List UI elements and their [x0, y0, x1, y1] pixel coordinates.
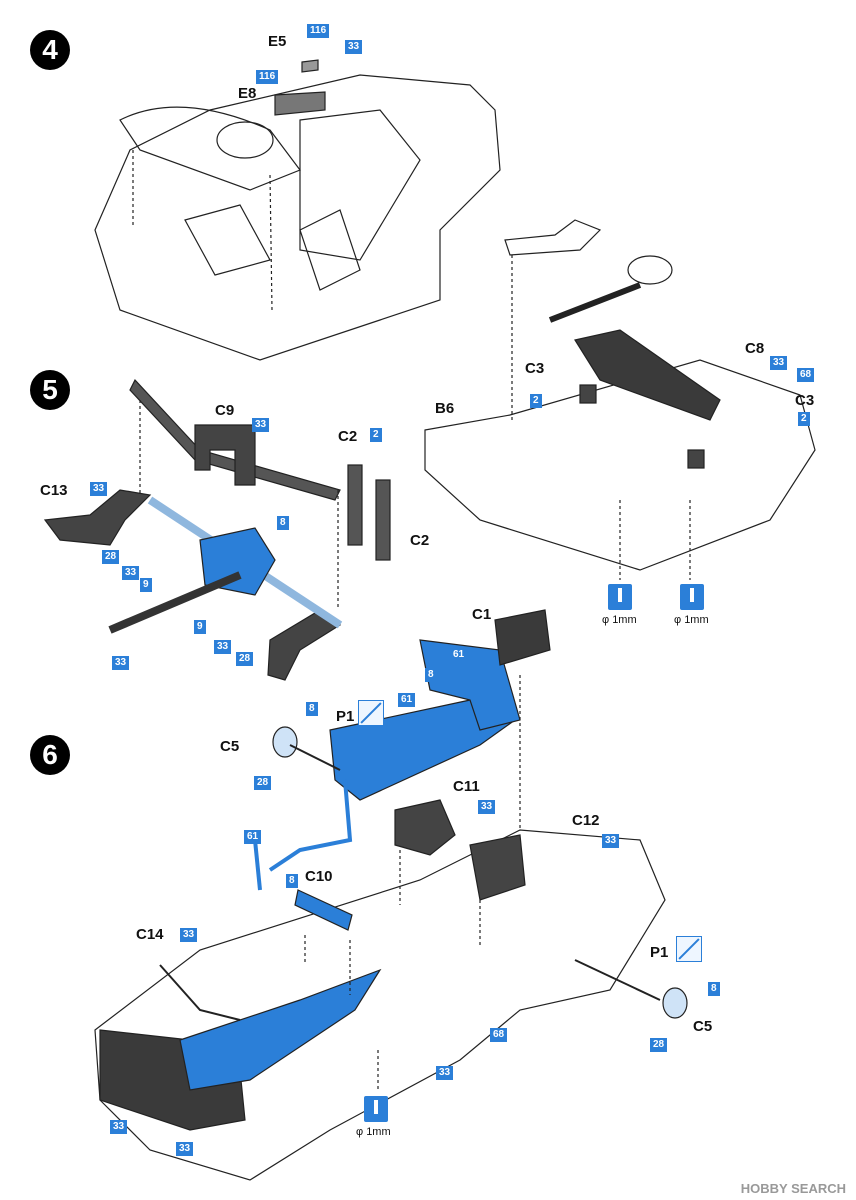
drill-size-label: φ 1mm [674, 614, 709, 626]
step-number-5: 5 [30, 370, 70, 410]
drill-size-label: φ 1mm [602, 614, 637, 626]
part-label-c5-right: C5 [693, 1018, 713, 1035]
step-number-4: 4 [30, 30, 70, 70]
part-label-p1-right: P1 [650, 944, 669, 961]
color-number: 33 [252, 418, 270, 432]
color-number: 2 [798, 412, 810, 426]
part-label-c12: C12 [572, 812, 600, 829]
color-number: 116 [256, 70, 279, 84]
part-label-e8: E8 [238, 85, 257, 102]
color-number: 28 [254, 776, 272, 790]
part-label-c13: C13 [40, 482, 68, 499]
step5-floor-detail [424, 219, 816, 580]
color-number: 28 [236, 652, 254, 666]
color-number: 33 [180, 928, 198, 942]
watermark: HOBBY SEARCH [740, 1181, 846, 1196]
color-number: 33 [122, 566, 140, 580]
part-label-c11: C11 [453, 778, 480, 795]
drill-hole-icon [608, 584, 632, 610]
color-number: 28 [650, 1038, 668, 1052]
color-number: 33 [345, 40, 363, 54]
drill-size-label: φ 1mm [356, 1126, 391, 1138]
color-number: 8 [708, 982, 720, 996]
step6-chassis [94, 609, 688, 1181]
color-number: 61 [244, 830, 262, 844]
part-label-b6: B6 [435, 400, 455, 417]
step5-rear-suspension [43, 378, 391, 681]
color-number: 68 [797, 368, 815, 382]
part-label-c2-top: C2 [338, 428, 358, 445]
color-number: 68 [490, 1028, 508, 1042]
color-number: 33 [214, 640, 232, 654]
color-number: 61 [450, 648, 468, 662]
drill-hole-icon [364, 1096, 388, 1122]
color-number: 33 [176, 1142, 194, 1156]
color-number: 61 [398, 693, 416, 707]
color-number: 2 [370, 428, 382, 442]
color-number: 8 [425, 668, 437, 682]
part-label-e5: E5 [268, 33, 287, 50]
part-label-c2-bottom: C2 [410, 532, 430, 549]
color-number: 28 [102, 550, 120, 564]
part-label-c8: C8 [745, 340, 765, 357]
drill-hole-icon [680, 584, 704, 610]
color-number: 8 [277, 516, 289, 530]
part-label-c5-left: C5 [220, 738, 240, 755]
color-number: 8 [306, 702, 318, 716]
part-label-c10: C10 [305, 868, 333, 885]
color-number: 33 [436, 1066, 454, 1080]
color-number: 33 [90, 482, 108, 496]
part-label-c9: C9 [215, 402, 235, 419]
no-glue-icon [676, 936, 702, 962]
color-number: 8 [286, 874, 298, 888]
part-label-p1-left: P1 [336, 708, 355, 725]
color-number: 116 [307, 24, 330, 38]
color-number: 33 [110, 1120, 128, 1134]
color-number: 33 [770, 356, 788, 370]
part-label-c1: C1 [472, 606, 492, 623]
color-number: 33 [112, 656, 130, 670]
color-number: 9 [140, 578, 152, 592]
part-label-c3-left: C3 [525, 360, 545, 377]
part-label-c3-right: C3 [795, 392, 815, 409]
no-glue-icon [358, 700, 384, 726]
color-number: 33 [478, 800, 496, 814]
step-number-6: 6 [30, 735, 70, 775]
step4-cabin [94, 59, 501, 361]
color-number: 33 [602, 834, 620, 848]
color-number: 9 [194, 620, 206, 634]
color-number: 2 [530, 394, 542, 408]
part-label-c14: C14 [136, 926, 164, 943]
